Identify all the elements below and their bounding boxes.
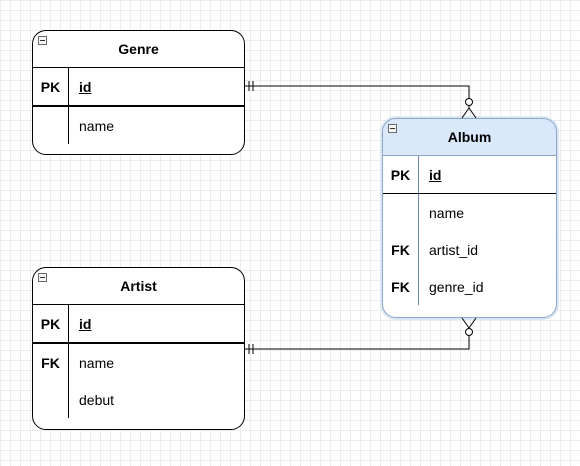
genre-row-name[interactable]: name [33,107,244,144]
album-field-genre-id: genre_id [429,278,484,295]
artist-header[interactable]: Artist [33,268,244,305]
genre-title: Genre [118,41,159,57]
collapse-icon[interactable] [388,124,397,133]
artist-key-name: FK [33,344,69,381]
album-field-id: id [429,166,442,183]
relation-artist-album[interactable] [245,317,477,354]
genre-key-name [33,107,69,144]
collapse-icon[interactable] [38,36,47,45]
album-row-artist-id[interactable]: FK artist_id [383,231,556,268]
album-title: Album [447,129,492,145]
artist-field-debut: debut [79,391,115,408]
genre-key-id: PK [33,68,69,105]
album-header[interactable]: Album [383,119,556,156]
collapse-icon[interactable] [38,273,47,282]
artist-row-debut[interactable]: debut [33,381,244,418]
artist-title: Artist [120,278,157,294]
genre-entity[interactable]: Genre PK id name [32,30,245,155]
genre-row-id[interactable]: PK id [33,68,244,107]
artist-entity[interactable]: Artist PK id FK name debut [32,267,245,430]
album-entity[interactable]: Album PK id name FK artist_id FK genre_i… [382,118,557,318]
artist-key-debut [33,381,69,418]
album-row-genre-id[interactable]: FK genre_id [383,268,556,305]
album-field-name: name [429,204,465,221]
genre-field-name: name [79,117,115,134]
artist-row-id[interactable]: PK id [33,305,244,344]
album-field-artist-id: artist_id [429,241,479,258]
artist-field-name: name [79,354,115,371]
album-row-name[interactable]: name [383,194,556,231]
album-row-id[interactable]: PK id [383,156,556,194]
album-key-genre-id: FK [383,268,419,305]
genre-field-id: id [79,78,92,95]
artist-row-name[interactable]: FK name [33,344,244,381]
album-key-artist-id: FK [383,231,419,268]
genre-header[interactable]: Genre [33,31,244,68]
relation-genre-album[interactable] [245,81,477,119]
album-key-name [383,194,419,231]
artist-key-id: PK [33,305,69,342]
artist-field-id: id [79,315,92,332]
album-key-id: PK [383,156,419,193]
